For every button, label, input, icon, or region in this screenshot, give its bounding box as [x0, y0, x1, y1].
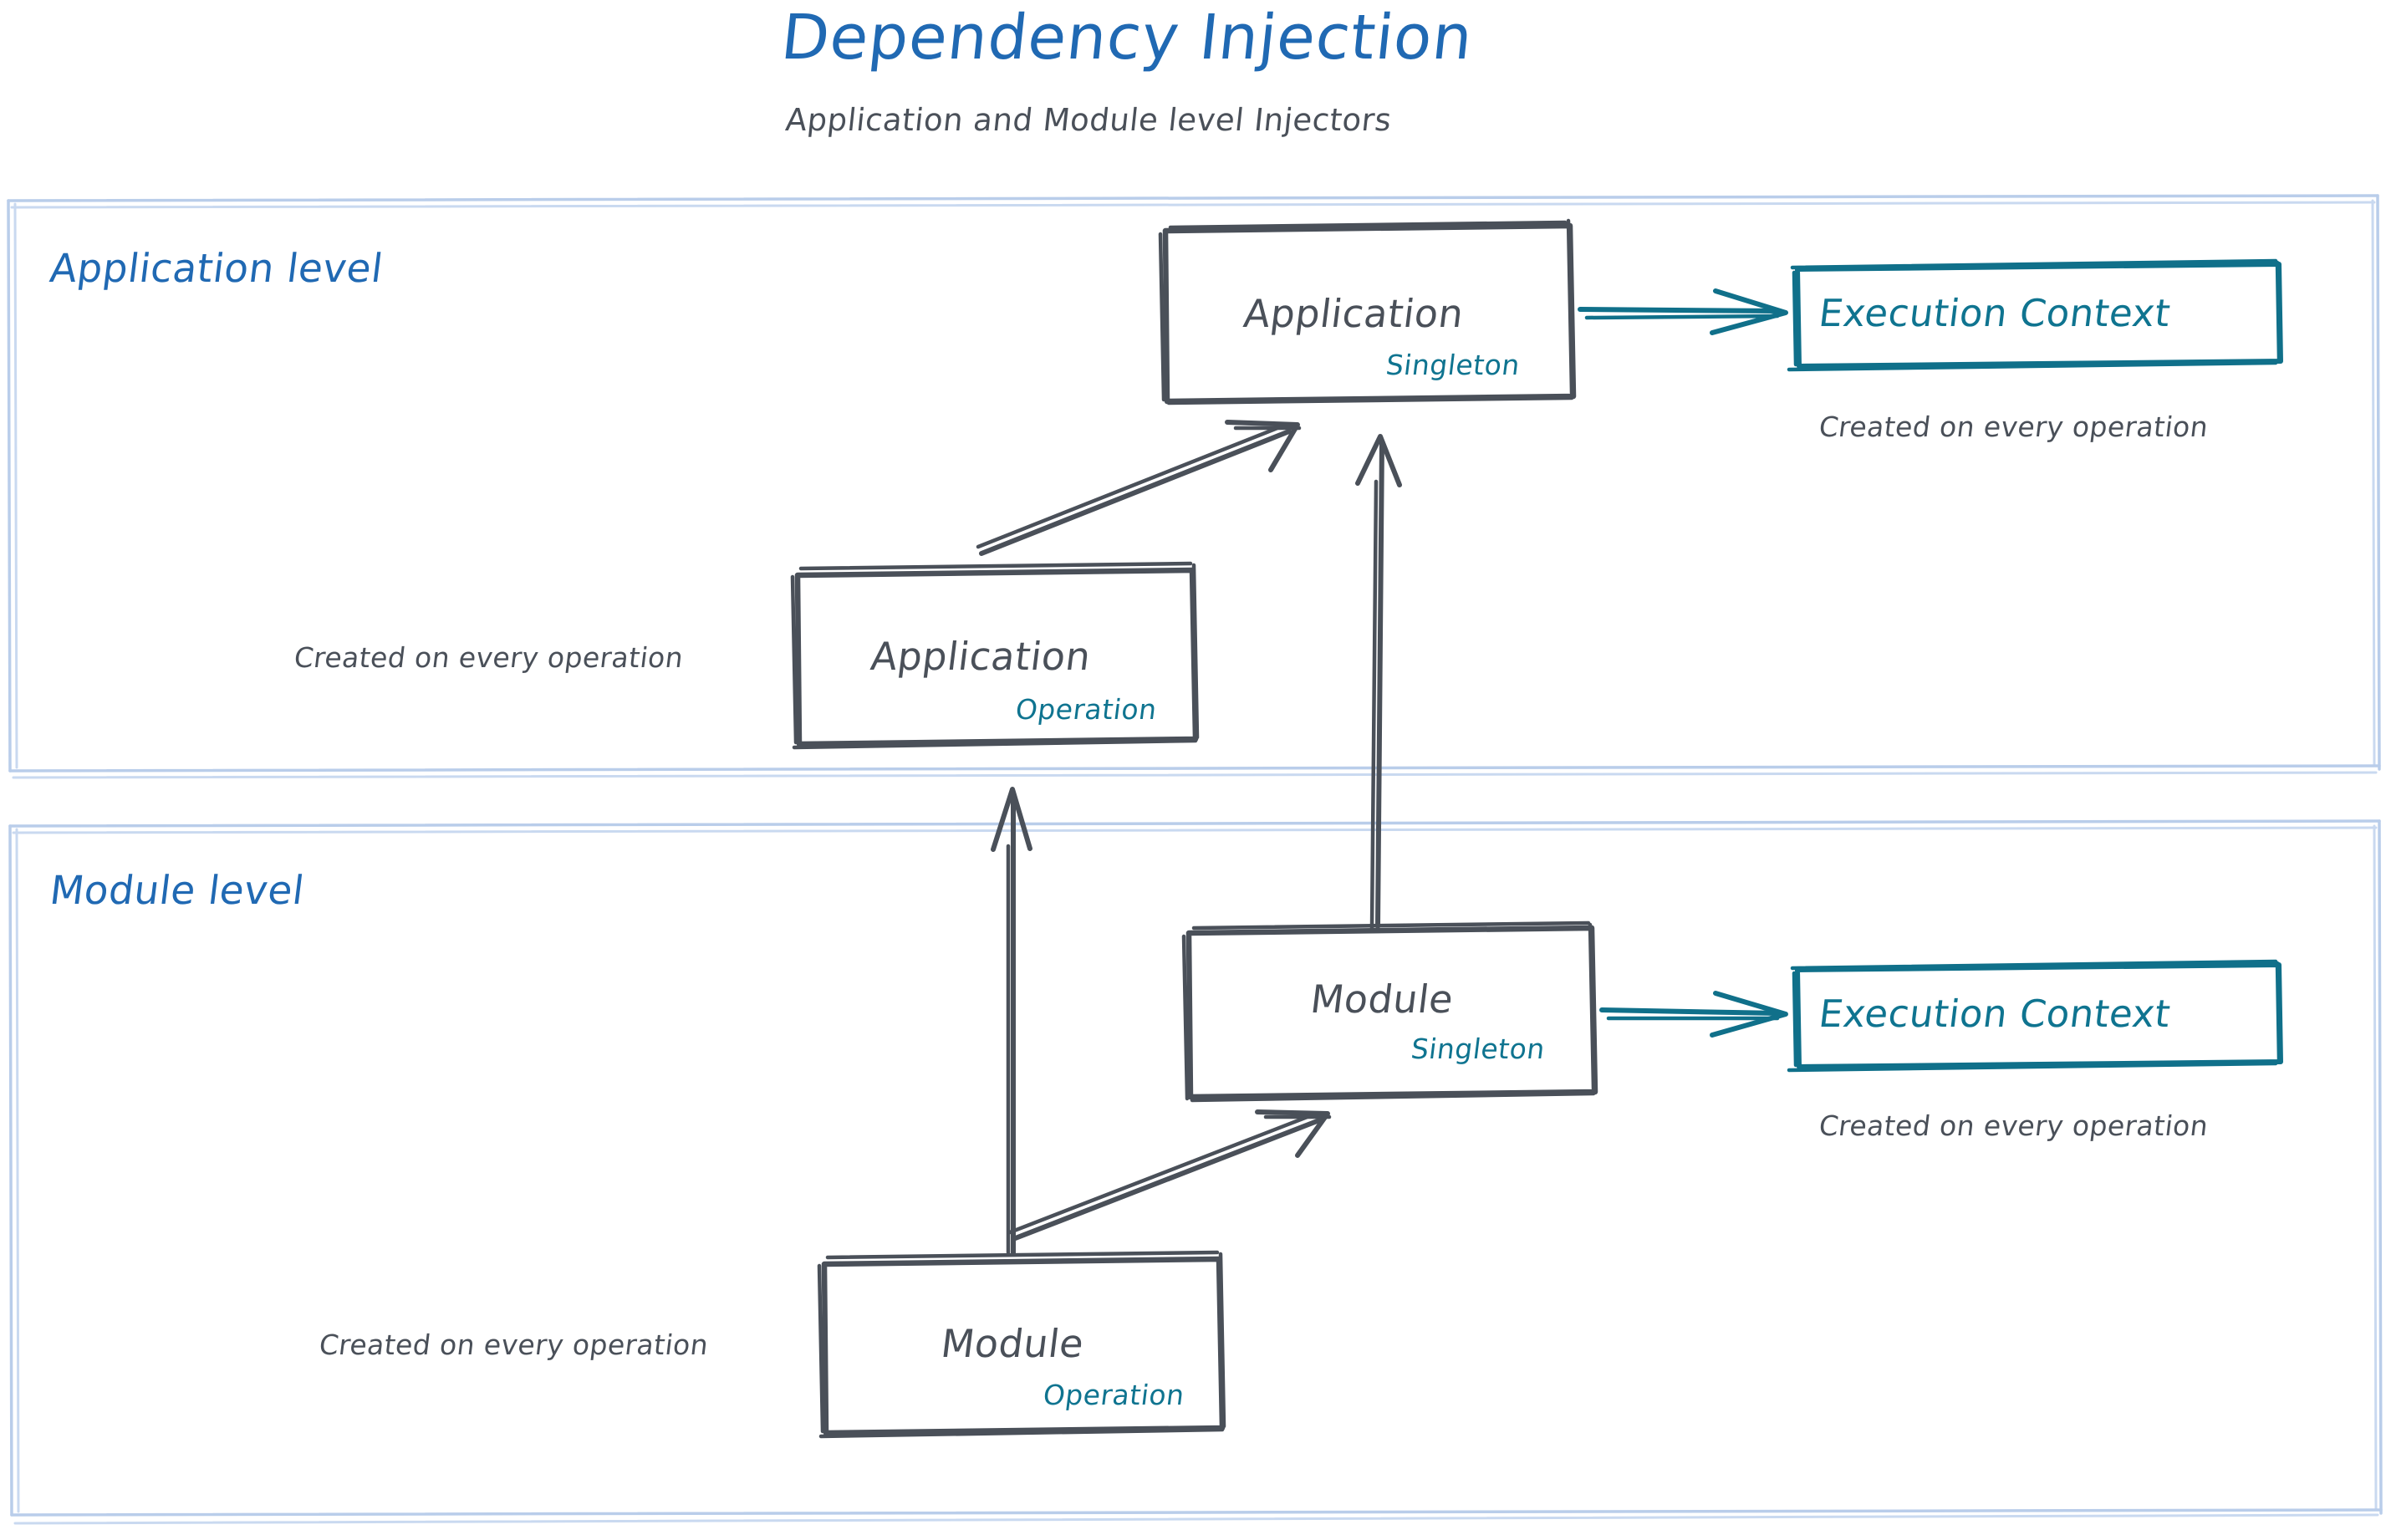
caption-module-execution-context: Created on every operation	[1817, 1109, 2210, 1142]
node-app-execution-context-frame	[1787, 258, 2283, 372]
caption-module-operation: Created on every operation	[317, 1328, 711, 1361]
node-application-singleton-frame	[1158, 218, 1577, 405]
lane-label-application-level: Application level	[47, 246, 386, 292]
lane-label-module-level: Module level	[47, 868, 307, 914]
node-scope-module-singleton: Singleton	[1409, 1033, 1547, 1065]
edge-module-operation-to-app-operation	[991, 787, 1032, 1257]
node-module-operation-frame	[817, 1250, 1226, 1439]
node-scope-application-operation: Operation	[1013, 693, 1160, 726]
edge-app-singleton-to-execution-context	[1578, 288, 1788, 335]
node-scope-module-operation: Operation	[1041, 1379, 1187, 1411]
node-module-execution-context-frame	[1787, 959, 2283, 1073]
lane-module-level-frame	[8, 819, 2383, 1525]
edge-module-singleton-to-execution-context	[1599, 991, 1788, 1038]
node-label-module-singleton: Module	[1308, 977, 1456, 1022]
node-label-application-operation: Application	[868, 634, 1094, 679]
page-subtitle: Application and Module level Injectors	[783, 102, 1394, 138]
page-title: Dependency Injection	[777, 2, 1477, 74]
node-module-singleton-frame	[1181, 920, 1598, 1103]
node-label-module-operation: Module	[938, 1321, 1087, 1366]
caption-application-operation: Created on every operation	[292, 641, 686, 674]
node-label-app-execution-context: Execution Context	[1816, 291, 2174, 335]
lane-application-level-frame	[7, 194, 2381, 779]
caption-app-execution-context: Created on every operation	[1817, 410, 2210, 443]
node-label-application-singleton: Application	[1241, 291, 1466, 336]
node-label-module-execution-context: Execution Context	[1816, 992, 2174, 1036]
edge-module-operation-to-module-singleton	[1007, 1109, 1332, 1242]
node-scope-application-singleton: Singleton	[1384, 349, 1522, 381]
node-application-operation-frame	[790, 561, 1200, 750]
edge-module-singleton-to-app-singleton	[1355, 434, 1402, 931]
edge-app-operation-to-app-singleton	[976, 420, 1302, 556]
